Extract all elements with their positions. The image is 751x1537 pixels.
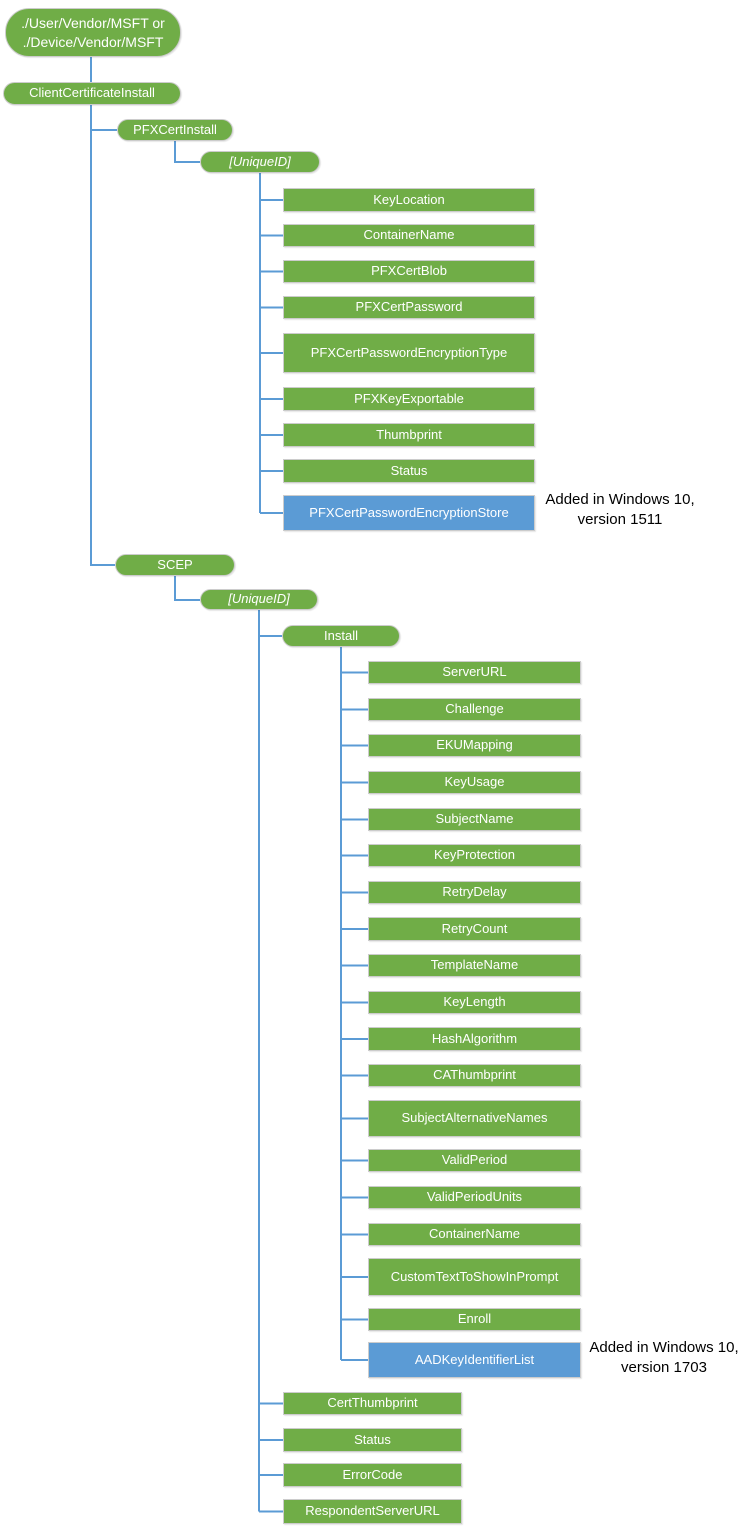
node-challenge: Challenge [368, 698, 581, 721]
node-pfxkeyexportable: PFXKeyExportable [283, 387, 535, 411]
node-pfxcertinstall: PFXCertInstall [117, 119, 233, 141]
node-retrydelay: RetryDelay [368, 881, 581, 904]
node-templatename: TemplateName [368, 954, 581, 977]
node-uniqueid-pfx: [UniqueID] [200, 151, 320, 173]
node-respondentserverurl: RespondentServerURL [283, 1499, 462, 1524]
node-scep: SCEP [115, 554, 235, 576]
node-containername-pfx: ContainerName [283, 224, 535, 247]
node-aadkeyidentifierlist: AADKeyIdentifierList [368, 1342, 581, 1378]
node-retrycount: RetryCount [368, 917, 581, 941]
node-customtexttoshowinprompt: CustomTextToShowInPrompt [368, 1258, 581, 1296]
node-pfxcertpasswordencryptiontype: PFXCertPasswordEncryptionType [283, 333, 535, 373]
node-enroll: Enroll [368, 1308, 581, 1331]
node-certthumbprint: CertThumbprint [283, 1392, 462, 1415]
node-clientcertificateinstall: ClientCertificateInstall [3, 82, 181, 105]
node-keylocation: KeyLocation [283, 188, 535, 212]
node-containername-scep: ContainerName [368, 1223, 581, 1246]
node-thumbprint: Thumbprint [283, 423, 535, 447]
node-serverurl: ServerURL [368, 661, 581, 684]
node-subjectalternativenames: SubjectAlternativeNames [368, 1100, 581, 1137]
node-pfxcertpassword: PFXCertPassword [283, 296, 535, 319]
annotation-version-1511: Added in Windows 10, version 1511 [545, 491, 695, 528]
node-status-scep: Status [283, 1428, 462, 1452]
node-root: ./User/Vendor/MSFT or ./Device/Vendor/MS… [5, 8, 181, 57]
node-status-pfx: Status [283, 459, 535, 483]
node-cathumbprint: CAThumbprint [368, 1064, 581, 1087]
node-validperiod: ValidPeriod [368, 1149, 581, 1172]
node-pfxcertpasswordencryptionstore: PFXCertPasswordEncryptionStore [283, 495, 535, 531]
node-ekumapping: EKUMapping [368, 734, 581, 757]
node-validperiodunits: ValidPeriodUnits [368, 1186, 581, 1209]
node-errorcode: ErrorCode [283, 1463, 462, 1487]
node-hashalgorithm: HashAlgorithm [368, 1027, 581, 1051]
node-keyusage: KeyUsage [368, 771, 581, 794]
node-install: Install [282, 625, 400, 647]
node-subjectname: SubjectName [368, 808, 581, 831]
node-uniqueid-scep: [UniqueID] [200, 589, 318, 610]
node-keylength: KeyLength [368, 991, 581, 1014]
annotation-version-1703: Added in Windows 10, version 1703 [589, 1339, 739, 1376]
node-keyprotection: KeyProtection [368, 844, 581, 867]
node-pfxcertblob: PFXCertBlob [283, 260, 535, 283]
